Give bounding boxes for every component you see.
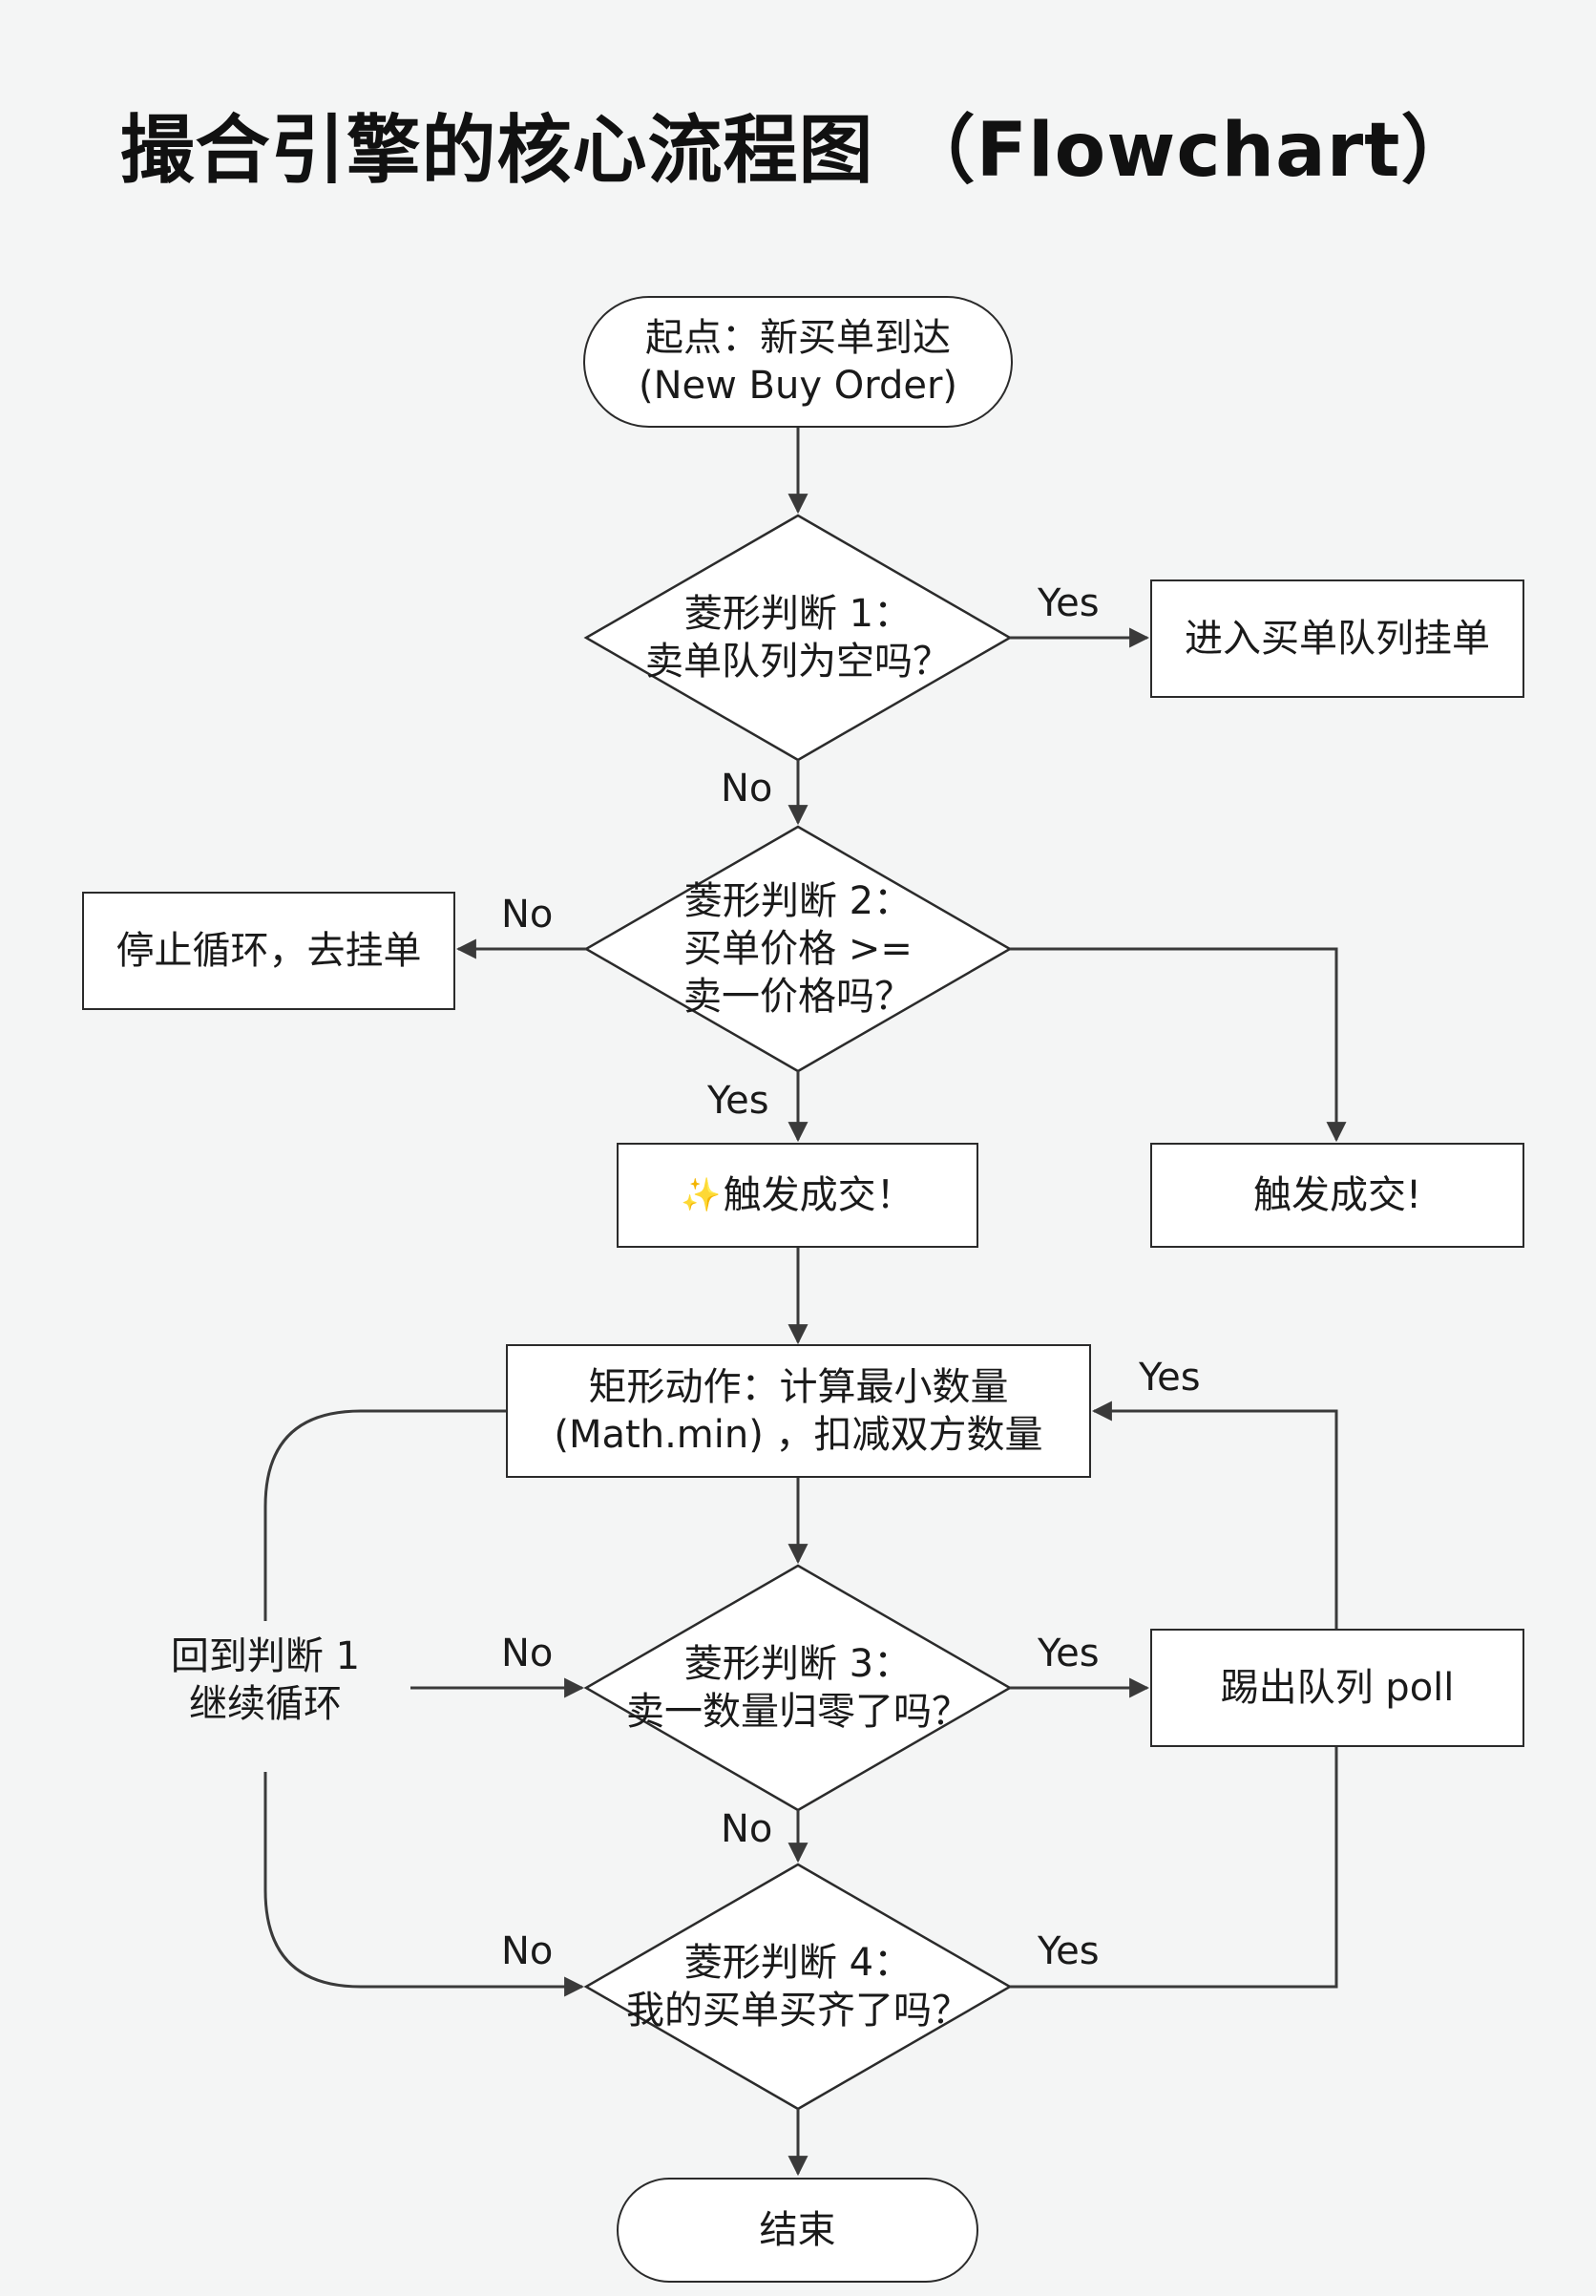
edge-label-d1-yes: Yes <box>1038 581 1100 625</box>
sparkle-icon: ✨ <box>681 1176 722 1214</box>
page-title: 撮合引擎的核心流程图 （Flowchart） <box>119 108 1477 194</box>
decision1-line-2: 卖单队列为空吗？ <box>645 640 951 684</box>
decision3-text: 菱形判断 3： 卖一数量归零了吗？ <box>607 1631 989 1745</box>
edge-label-d4-yes: Yes <box>1038 1929 1100 1973</box>
decision2-text: 菱形判断 2： 买单价格 >= 卖一价格吗？ <box>607 873 989 1025</box>
edge-d2-right <box>1010 947 1347 1143</box>
edge-label-d1-no: No <box>721 767 773 811</box>
edge-label-d4-no: No <box>501 1929 554 1973</box>
poll-node: 踢出队列 poll <box>1150 1629 1524 1747</box>
decision3-line-1: 菱形判断 3： <box>683 1642 913 1686</box>
trade-right-label: 触发成交! <box>1252 1173 1422 1217</box>
decision2-line-2: 买单价格 >= <box>683 927 913 971</box>
decision1-line-1: 菱形判断 1： <box>683 592 913 636</box>
back-to-1-line-2: 继续循环 <box>189 1682 342 1726</box>
trade-center-label: 触发成交！ <box>723 1173 914 1217</box>
decision2-line-1: 菱形判断 2： <box>683 879 913 923</box>
edge-d4-yes <box>1010 1747 1338 1989</box>
decision4-line-1: 菱形判断 4： <box>683 1941 913 1985</box>
decision4-line-2: 我的买单买齐了吗？ <box>626 1989 970 2033</box>
stop-loop-label: 停止循环，去挂单 <box>116 929 422 973</box>
stop-loop-node: 停止循环，去挂单 <box>82 892 455 1010</box>
enqueue-buy-node: 进入买单队列挂单 <box>1150 579 1524 698</box>
trade-right-node: 触发成交! <box>1150 1143 1524 1248</box>
back-to-1-line-1: 回到判断 1 <box>170 1634 361 1678</box>
edge-d4-loop <box>263 1772 585 1997</box>
edge-label-d2-no: No <box>501 893 554 937</box>
edge-label-d2-yes: Yes <box>707 1079 769 1123</box>
enqueue-buy-label: 进入买单队列挂单 <box>1185 617 1490 661</box>
start-node: 起点：新买单到达 (New Buy Order) <box>583 296 1013 428</box>
back-to-1-text: 回到判断 1 继续循环 <box>151 1623 380 1738</box>
end-node: 结束 <box>617 2178 978 2283</box>
end-label: 结束 <box>759 2208 836 2252</box>
edge-label-d3-yes: Yes <box>1038 1632 1100 1675</box>
action-node: 矩形动作：计算最小数量 (Math.min) ，扣减双方数量 <box>506 1344 1091 1478</box>
edge-action-loop <box>263 1409 506 1621</box>
action-line-1: 矩形动作：计算最小数量 <box>588 1365 1009 1409</box>
decision4-text: 菱形判断 4： 我的买单买齐了吗？ <box>607 1929 989 2044</box>
action-line-2: (Math.min) ，扣减双方数量 <box>554 1413 1043 1457</box>
edge-label-action-yes: Yes <box>1139 1356 1201 1400</box>
decision3-line-2: 卖一数量归零了吗？ <box>626 1690 970 1734</box>
edge-poll-action <box>1091 1401 1338 1629</box>
decision2-line-3: 卖一价格吗？ <box>683 975 913 1019</box>
poll-label: 踢出队列 poll <box>1220 1666 1455 1710</box>
edge-label-d3-down-no: No <box>721 1807 773 1851</box>
decision1-text: 菱形判断 1： 卖单队列为空吗？ <box>607 571 989 705</box>
start-line-2: (New Buy Order) <box>638 364 958 408</box>
start-line-1: 起点：新买单到达 <box>645 316 951 360</box>
edge-label-d3-no: No <box>501 1632 554 1675</box>
trade-center-node: ✨ 触发成交！ <box>617 1143 978 1248</box>
